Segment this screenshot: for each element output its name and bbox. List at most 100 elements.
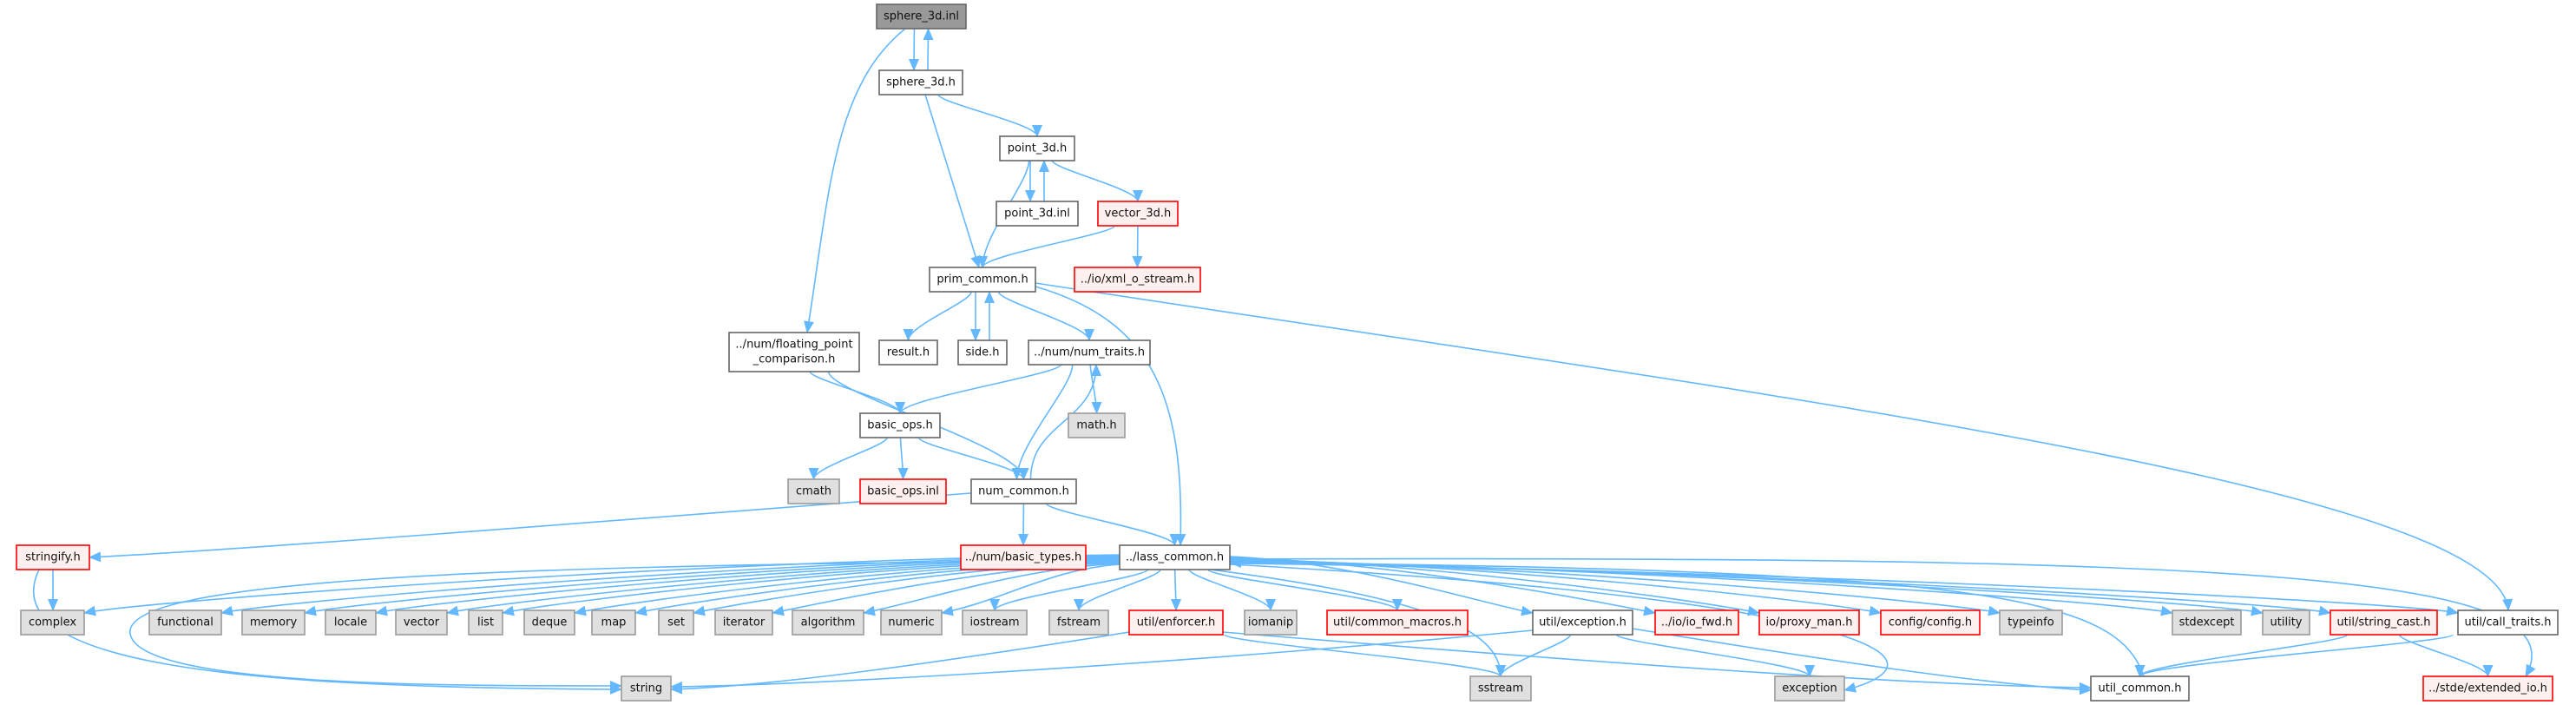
node-lass_common[interactable]: ../lass_common.h — [1119, 544, 1231, 570]
node-prim_common[interactable]: prim_common.h — [929, 267, 1036, 293]
node-label: util/exception.h — [1539, 616, 1626, 629]
edge-basic_ops-to-basic_ops_inl — [897, 437, 909, 480]
node-common_macros[interactable]: util/common_macros.h — [1326, 609, 1469, 636]
node-iterator[interactable]: iterator — [714, 609, 773, 636]
node-string_cast[interactable]: util/string_cast.h — [2330, 609, 2438, 636]
node-label: config/config.h — [1889, 616, 1972, 629]
node-set[interactable]: set — [658, 609, 694, 636]
node-extended_io[interactable]: ../stde/extended_io.h — [2422, 675, 2553, 702]
node-exception[interactable]: exception — [1774, 675, 1845, 702]
node-point_3d_inl[interactable]: point_3d.inl — [996, 201, 1079, 227]
node-box — [2330, 609, 2438, 636]
node-string[interactable]: string — [621, 675, 672, 702]
edge-sphere_3d_h-to-prim_common — [924, 94, 981, 268]
node-label: point_3d.inl — [1004, 208, 1070, 221]
node-memory[interactable]: memory — [241, 609, 306, 636]
node-config[interactable]: config/config.h — [1880, 609, 1981, 636]
node-typeinfo[interactable]: typeinfo — [1999, 609, 2063, 636]
node-call_traits[interactable]: util/call_traits.h — [2457, 609, 2559, 636]
edge-num_traits-to-basic_ops — [895, 364, 1062, 414]
node-sstream[interactable]: sstream — [1469, 675, 1532, 702]
node-box — [591, 609, 636, 636]
node-sphere_3d_h[interactable]: sphere_3d.h — [878, 69, 963, 96]
node-enforcer[interactable]: util/enforcer.h — [1128, 609, 1224, 636]
node-list[interactable]: list — [468, 609, 503, 636]
node-math_h[interactable]: math.h — [1068, 412, 1126, 438]
node-sphere_3d_inl[interactable]: sphere_3d.inl — [876, 3, 967, 30]
edge-basic_ops-to-cmath — [808, 437, 888, 480]
edge-lass_common-to-fstream — [1074, 569, 1161, 611]
node-label: complex — [29, 616, 76, 629]
node-xml_o_stream[interactable]: ../io/xml_o_stream.h — [1074, 267, 1201, 293]
node-point_3d_h[interactable]: point_3d.h — [999, 135, 1075, 161]
node-vector[interactable]: vector — [395, 609, 448, 636]
edges-layer — [32, 28, 2536, 695]
node-box — [859, 478, 947, 504]
edge-vector_3d_h-to-prim_common — [977, 225, 1115, 268]
node-basic_ops[interactable]: basic_ops.h — [859, 412, 941, 438]
node-box — [957, 339, 1008, 366]
node-exception_h[interactable]: util/exception.h — [1532, 609, 1633, 636]
node-box — [1244, 609, 1298, 636]
node-num_common[interactable]: num_common.h — [970, 478, 1077, 504]
node-box — [787, 478, 840, 504]
node-locale[interactable]: locale — [325, 609, 377, 636]
node-utility[interactable]: utility — [2262, 609, 2310, 636]
node-num_traits[interactable]: ../num/num_traits.h — [1028, 339, 1151, 366]
node-label: ../stde/extended_io.h — [2428, 682, 2547, 695]
edge-lass_common-to-iomanip — [1188, 569, 1276, 611]
node-box — [148, 609, 222, 636]
node-algorithm[interactable]: algorithm — [792, 609, 864, 636]
node-basic_ops_inl[interactable]: basic_ops.inl — [859, 478, 947, 504]
node-box — [1532, 609, 1633, 636]
node-cmath[interactable]: cmath — [787, 478, 840, 504]
node-label: util/string_cast.h — [2336, 616, 2430, 629]
edge-basic_ops-to-num_common — [917, 437, 1029, 480]
node-side[interactable]: side.h — [957, 339, 1008, 366]
node-box — [325, 609, 377, 636]
node-iomanip[interactable]: iomanip — [1244, 609, 1298, 636]
edge-sphere_3d_inl-to-floating_point — [804, 28, 906, 333]
node-box — [2422, 675, 2553, 702]
node-box — [880, 609, 943, 636]
edge-lass_common-to-string — [129, 560, 1120, 691]
edge-exception_h-to-string — [670, 629, 1534, 692]
node-box — [714, 609, 773, 636]
node-functional[interactable]: functional — [148, 609, 222, 636]
node-basic_types[interactable]: ../num/basic_types.h — [960, 544, 1087, 570]
node-box — [960, 544, 1087, 570]
node-box — [792, 609, 864, 636]
node-iostream[interactable]: iostream — [962, 609, 1028, 636]
node-result[interactable]: result.h — [878, 339, 938, 366]
node-box — [876, 3, 967, 30]
node-box — [1774, 675, 1845, 702]
edge-lass_common-to-numeric — [941, 563, 1120, 616]
node-map[interactable]: map — [591, 609, 636, 636]
node-box — [1128, 609, 1224, 636]
node-util_common[interactable]: util_common.h — [2090, 675, 2190, 702]
node-io_fwd[interactable]: ../io/io_fwd.h — [1654, 609, 1739, 636]
node-vector_3d_h[interactable]: vector_3d.h — [1097, 201, 1179, 227]
node-box — [20, 609, 85, 636]
edge-exception_h-to-sstream — [1495, 634, 1572, 677]
node-numeric[interactable]: numeric — [880, 609, 943, 636]
node-box — [1880, 609, 1981, 636]
node-fstream[interactable]: fstream — [1048, 609, 1109, 636]
node-label: sstream — [1478, 682, 1523, 695]
edge-enforcer-to-string — [670, 631, 1130, 695]
edge-num_traits-to-num_common — [1011, 364, 1074, 480]
node-label: iterator — [723, 616, 766, 629]
node-label: math.h — [1076, 419, 1116, 432]
node-label: ../num/num_traits.h — [1034, 346, 1145, 359]
node-stringify[interactable]: stringify.h — [16, 544, 90, 570]
node-proxy_man[interactable]: io/proxy_man.h — [1758, 609, 1860, 636]
node-box — [2090, 675, 2190, 702]
node-label: util/enforcer.h — [1137, 616, 1215, 629]
node-deque[interactable]: deque — [523, 609, 575, 636]
node-box — [929, 267, 1036, 293]
edge-sphere_3d_h-to-sphere_3d_inl — [923, 28, 934, 71]
node-stdexcept[interactable]: stdexcept — [2172, 609, 2242, 636]
node-floating_point[interactable]: ../num/floating_point_comparison.h — [728, 332, 860, 372]
node-complex[interactable]: complex — [20, 609, 85, 636]
